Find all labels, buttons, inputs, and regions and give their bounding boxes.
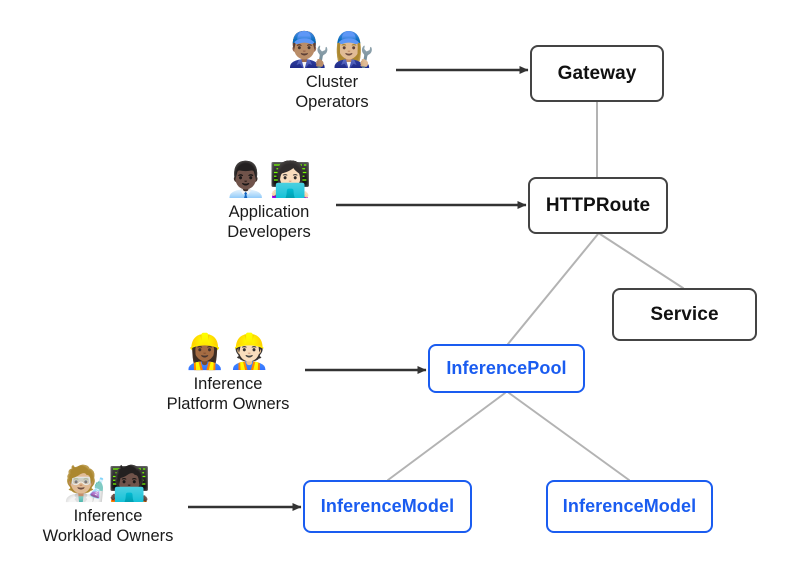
persona-label-inference-platform-owners: Inference Platform Owners	[166, 375, 290, 413]
persona-cluster-operators: 👨🏽‍🔧👩🏼‍🔧 Cluster Operators	[262, 30, 402, 112]
node-gateway[interactable]: Gateway	[530, 45, 664, 102]
office-worker-technologist-pair-icon: 👨🏿‍💼👩🏻‍💻	[224, 160, 314, 200]
persona-inference-platform-owners: 👷🏾‍♀️👷🏻 Inference Platform Owners	[152, 332, 304, 414]
connector-httproute-inferencepool	[507, 233, 599, 345]
scientist-technologist-pair-icon: 🧑🏼‍🔬🧑🏿‍💻	[63, 464, 153, 504]
node-inference-model-2[interactable]: InferenceModel	[546, 480, 713, 533]
connector-inferencepool-inferencemodel-2	[508, 392, 630, 481]
construction-worker-pair-icon: 👷🏾‍♀️👷🏻	[183, 332, 273, 372]
node-inference-pool[interactable]: InferencePool	[428, 344, 585, 393]
connector-inferencepool-inferencemodel-1	[387, 392, 506, 481]
persona-application-developers: 👨🏿‍💼👩🏻‍💻 Application Developers	[198, 160, 340, 242]
node-service[interactable]: Service	[612, 288, 757, 341]
node-inference-model-1[interactable]: InferenceModel	[303, 480, 472, 533]
persona-label-application-developers: Application Developers	[227, 203, 311, 241]
persona-label-cluster-operators: Cluster Operators	[295, 73, 369, 111]
connector-httproute-service	[599, 233, 684, 289]
node-httproute[interactable]: HTTPRoute	[528, 177, 668, 234]
persona-inference-workload-owners: 🧑🏼‍🔬🧑🏿‍💻 Inference Workload Owners	[32, 464, 184, 546]
persona-label-inference-workload-owners: Inference Workload Owners	[42, 507, 174, 545]
mechanic-pair-icon: 👨🏽‍🔧👩🏼‍🔧	[287, 30, 377, 70]
